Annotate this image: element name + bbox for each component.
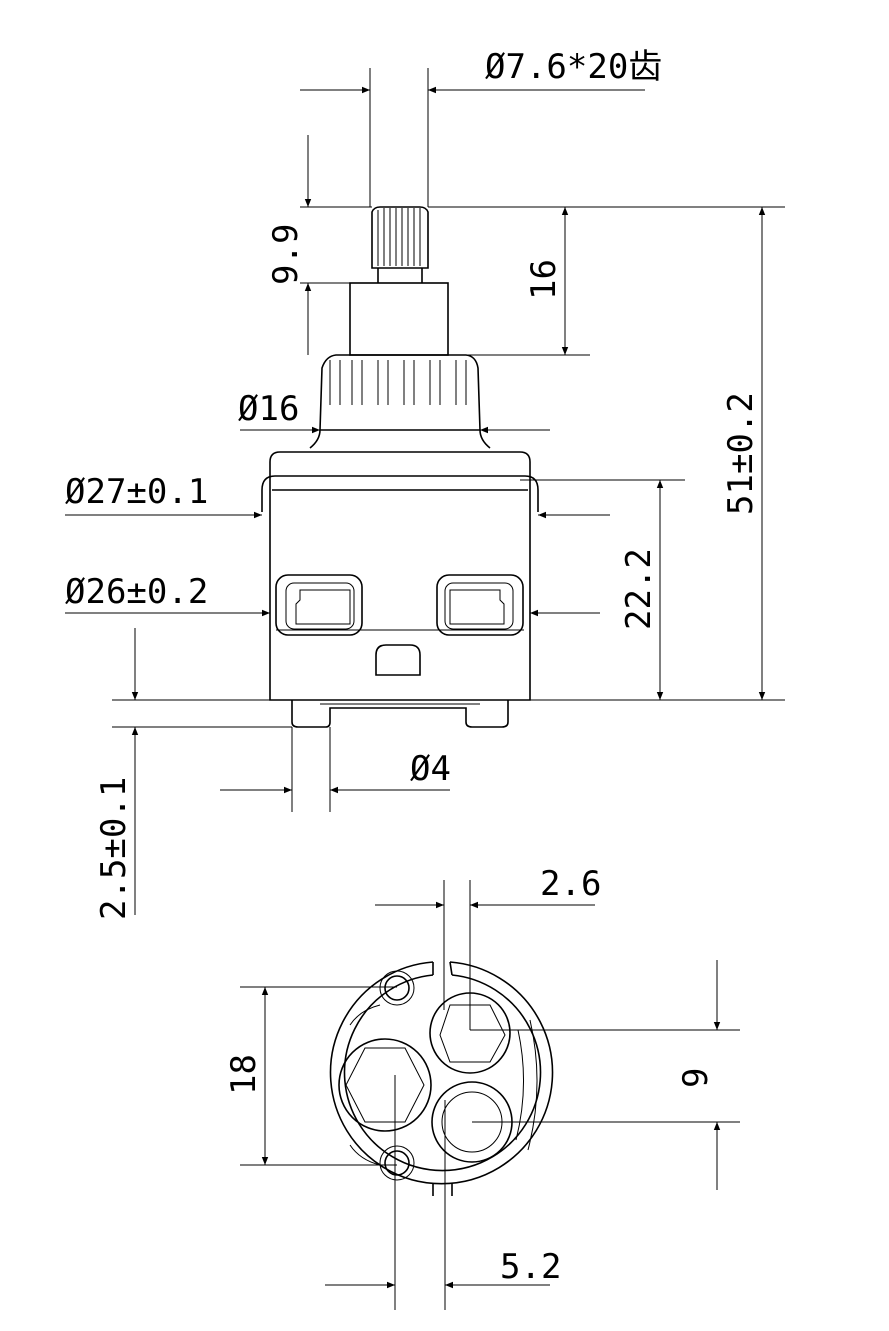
offset-top-label: 2.6 — [540, 864, 601, 904]
cartridge-body — [261, 451, 539, 701]
dimensions-side: Ø7.6*20齿 9.9 16 51±0.2 Ø16 Ø27±0.1 Ø26±0… — [65, 47, 785, 920]
bottom-feet — [291, 700, 509, 728]
total-height-label: 51±0.2 — [721, 392, 761, 515]
offset-bottom-label: 5.2 — [500, 1247, 561, 1287]
mounting-hole-top — [384, 975, 410, 1001]
gear-ring — [309, 354, 491, 449]
neck-diameter-label: Ø16 — [238, 389, 299, 429]
left-window — [275, 574, 363, 636]
stem-block — [349, 282, 449, 356]
body-diameter-label: Ø26±0.2 — [65, 572, 208, 612]
spline-shaft — [371, 206, 429, 283]
foot-height-label: 2.5±0.1 — [94, 777, 134, 920]
bottom-notch — [375, 644, 421, 676]
port-left — [338, 1038, 432, 1132]
stem-height-label: 16 — [524, 259, 564, 300]
spline-dimension-label: Ø7.6*20齿 — [485, 47, 662, 87]
body-height-label: 22.2 — [619, 548, 659, 630]
port-spacing-label: 9 — [676, 1068, 716, 1088]
bottom-view — [329, 961, 554, 1196]
rim-diameter-label: Ø27±0.1 — [65, 472, 208, 512]
mounting-hole-bottom — [384, 1150, 410, 1176]
right-window — [436, 574, 524, 636]
hole-spacing-label: 18 — [224, 1054, 264, 1095]
dimensions-bottom: 2.6 18 9 5.2 — [224, 864, 740, 1310]
foot-diameter-label: Ø4 — [410, 749, 451, 789]
spline-height-label: 9.9 — [266, 224, 306, 285]
